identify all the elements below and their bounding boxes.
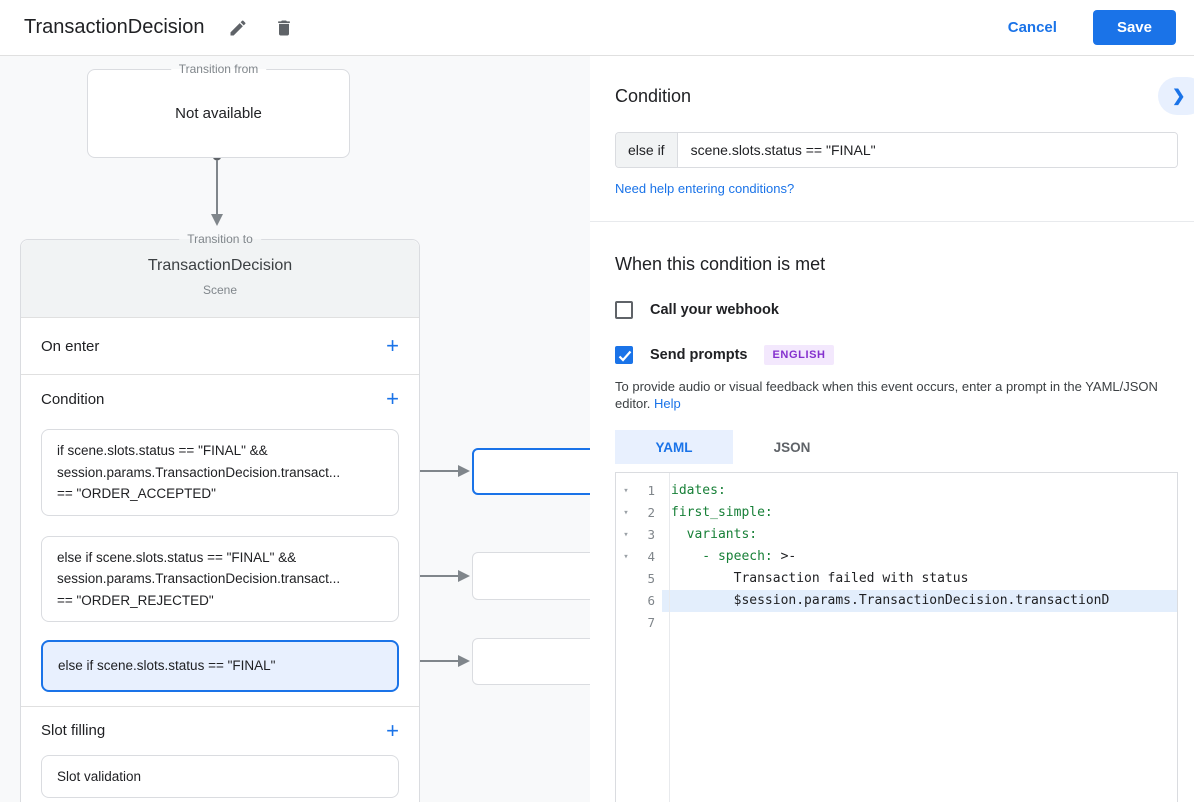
send-prompts-label: Send prompts xyxy=(650,347,748,363)
top-bar: TransactionDecision Cancel Save xyxy=(0,0,1194,56)
trash-icon xyxy=(278,20,291,35)
transition-target-box-1[interactable] xyxy=(472,448,590,495)
section-divider xyxy=(590,221,1194,222)
condition-card-line: if scene.slots.status == "FINAL" && xyxy=(57,443,268,458)
line-number: 2 xyxy=(647,505,655,520)
slot-validation-card[interactable]: Slot validation xyxy=(41,754,399,798)
code-line-5: 5 Transaction failed with status xyxy=(616,568,1177,590)
fold-toggle-icon xyxy=(616,568,636,590)
condition-card-line: else if scene.slots.status == "FINAL" xyxy=(58,658,276,673)
code-token: first_simple: xyxy=(671,505,773,520)
language-badge: ENGLISH xyxy=(764,345,834,365)
edit-scene-button[interactable] xyxy=(226,16,250,40)
code-line-3: ▾ 3 variants: xyxy=(616,524,1177,546)
condition-prefix: else if xyxy=(616,133,678,167)
fold-toggle-icon[interactable]: ▾ xyxy=(623,530,629,540)
prompt-description-text: To provide audio or visual feedback when… xyxy=(615,379,1158,411)
when-met-heading: When this condition is met xyxy=(615,254,826,274)
webhook-row: Call your webhook xyxy=(615,301,1178,319)
save-button[interactable]: Save xyxy=(1092,10,1176,45)
add-slot-button[interactable]: + xyxy=(386,717,399,743)
code-token: - speech: xyxy=(671,549,773,564)
condition-card-3-selected[interactable]: else if scene.slots.status == "FINAL" xyxy=(41,640,399,692)
code-line-4: ▾ 4 - speech: >- xyxy=(616,546,1177,568)
condition-card-line: session.params.TransactionDecision.trans… xyxy=(57,571,341,586)
condition-expression-input[interactable] xyxy=(677,133,1177,167)
condition-card-line: else if scene.slots.status == "FINAL" && xyxy=(57,549,297,565)
line-number: 4 xyxy=(647,549,655,564)
line-number: 6 xyxy=(647,593,655,608)
on-enter-label: On enter xyxy=(41,337,100,355)
condition-card-line: session.params.TransactionDecision.trans… xyxy=(57,464,341,480)
condition-editor-panel: ❯ Condition else if Need help entering c… xyxy=(590,56,1194,802)
transition-from-legend: Transition from xyxy=(170,62,267,76)
condition-help-link[interactable]: Need help entering conditions? xyxy=(615,181,795,196)
send-prompts-checkbox[interactable] xyxy=(615,346,633,364)
help-link[interactable]: Help xyxy=(654,396,681,411)
code-token: variants: xyxy=(671,527,758,542)
condition-card-line: == "ORDER_ACCEPTED" xyxy=(57,486,216,501)
on-enter-section[interactable]: On enter + xyxy=(21,317,419,374)
line-number: 1 xyxy=(647,483,655,498)
delete-scene-button[interactable] xyxy=(272,16,296,40)
page-title: TransactionDecision xyxy=(24,16,205,38)
send-prompts-row: Send prompts ENGLISH xyxy=(615,345,1178,365)
code-token: Transaction failed with status xyxy=(671,571,969,586)
condition-section-label: Condition xyxy=(41,390,105,408)
line-number: 7 xyxy=(647,615,655,630)
code-line-7: 7 xyxy=(616,612,1177,634)
slot-filling-label: Slot filling xyxy=(41,722,106,739)
tab-yaml[interactable]: YAML xyxy=(615,430,733,464)
code-line-2: ▾ 2 first_simple: xyxy=(616,502,1177,524)
gutter-divider xyxy=(669,473,670,802)
scene-header: TransactionDecision Scene xyxy=(21,240,419,317)
line-number: 5 xyxy=(647,571,655,586)
code-line-6-highlighted: 6 $session.params.TransactionDecision.tr… xyxy=(616,590,1177,612)
transition-from-value: Not available xyxy=(175,105,262,122)
scene-title: TransactionDecision xyxy=(147,257,293,274)
scene-flow-diagram: Transition from Not available Transition… xyxy=(0,56,590,802)
prompt-description: To provide audio or visual feedback when… xyxy=(615,378,1178,412)
fold-toggle-icon[interactable]: ▾ xyxy=(623,508,629,518)
pencil-icon xyxy=(230,19,246,35)
fold-toggle-icon[interactable]: ▾ xyxy=(623,552,629,562)
chevron-right-icon: ❯ xyxy=(1172,88,1186,105)
condition-card-line: == "ORDER_REJECTED" xyxy=(57,592,214,608)
tab-json[interactable]: JSON xyxy=(733,430,851,464)
code-line-1: ▾ 1 idates: xyxy=(616,480,1177,502)
condition-expression-row: else if xyxy=(615,132,1178,168)
slot-filling-section: Slot filling + Slot validation xyxy=(21,705,419,802)
code-token: >- xyxy=(772,549,797,564)
cancel-button[interactable]: Cancel xyxy=(1007,19,1057,36)
transition-from-box: Transition from Not available xyxy=(87,62,350,158)
condition-section: Condition + if scene.slots.status == "FI… xyxy=(21,374,419,706)
editor-tabs: YAML JSON xyxy=(615,430,1178,464)
scene-subtitle: Scene xyxy=(202,283,238,297)
transition-target-box-3[interactable] xyxy=(472,638,590,685)
transition-to-legend: Transition to xyxy=(179,232,261,246)
call-webhook-checkbox[interactable] xyxy=(615,301,633,319)
add-on-enter-button[interactable]: + xyxy=(386,333,399,358)
fold-toggle-icon xyxy=(616,612,636,634)
condition-panel-heading: Condition xyxy=(615,86,692,106)
code-token: idates: xyxy=(671,483,726,498)
fold-toggle-icon xyxy=(616,590,636,612)
transition-to-box: Transition to TransactionDecision Scene … xyxy=(20,232,420,802)
yaml-code-editor[interactable]: ▾ 1 idates: ▾ 2 first_simple: ▾ 3 varian… xyxy=(615,472,1178,802)
condition-card-2[interactable]: else if scene.slots.status == "FINAL" &&… xyxy=(41,535,399,622)
add-condition-button[interactable]: + xyxy=(386,386,399,411)
collapse-panel-button[interactable]: ❯ xyxy=(1158,77,1194,115)
check-icon xyxy=(618,350,632,362)
transition-target-box-2[interactable] xyxy=(472,552,590,600)
call-webhook-label: Call your webhook xyxy=(650,302,779,318)
code-token: $session.params.TransactionDecision.tran… xyxy=(671,593,1110,608)
line-number: 3 xyxy=(647,527,655,542)
condition-card-1[interactable]: if scene.slots.status == "FINAL" && sess… xyxy=(41,429,399,516)
fold-toggle-icon[interactable]: ▾ xyxy=(623,486,629,496)
